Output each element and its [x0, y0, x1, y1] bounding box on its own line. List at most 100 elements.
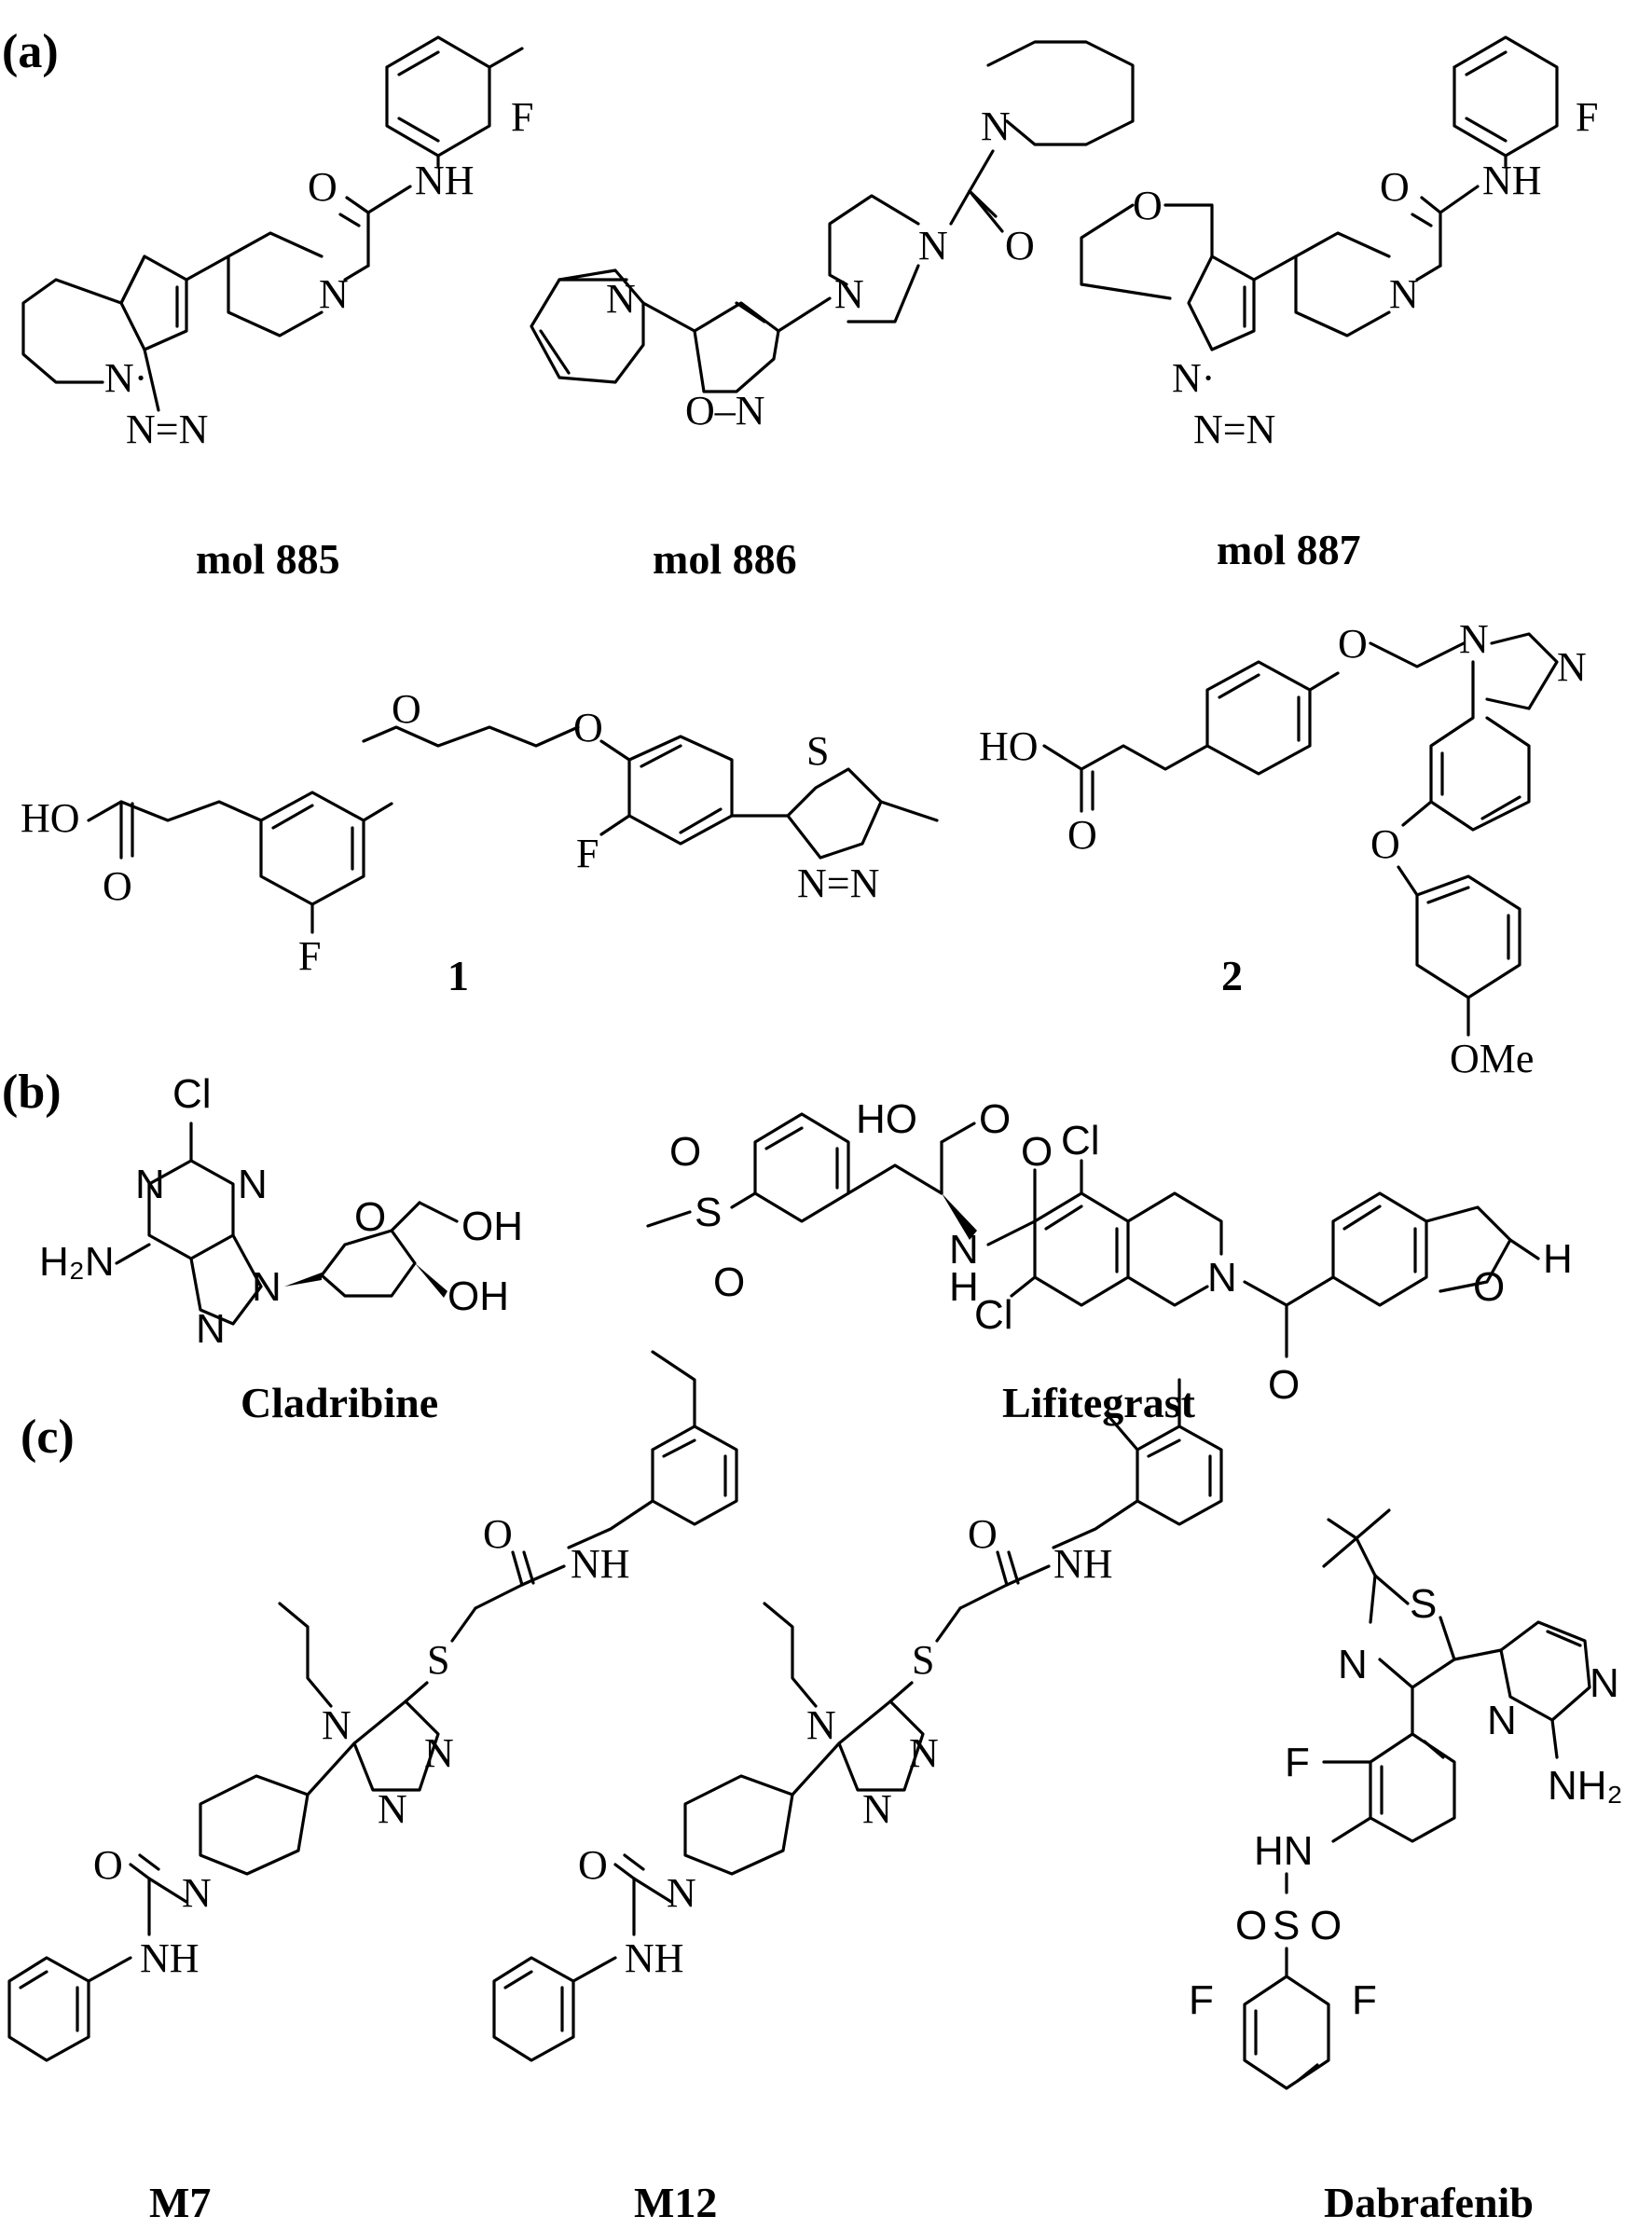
atom-label-o: O	[1310, 1903, 1342, 1948]
atom-label-o: O	[578, 1842, 608, 1888]
atom-label-h: H	[1543, 1236, 1573, 1282]
atom-label-n-n: N=N	[797, 860, 879, 906]
atom-label-o-n: O–N	[685, 388, 765, 434]
compound-name-lifitegrast: Lifitegrast	[1002, 1379, 1196, 1426]
atom-label-cl: Cl	[172, 1071, 212, 1117]
atom-label-h: H	[949, 1264, 979, 1310]
atom-label-n: N	[424, 1730, 454, 1776]
atom-label-n: N	[1487, 1698, 1517, 1743]
structure-compound-1: HO O F O O F S N=N	[21, 686, 939, 979]
compound-name-1: 1	[447, 952, 469, 999]
atom-label-nh: NH	[1053, 1541, 1113, 1587]
atom-label-f: F	[1576, 94, 1598, 140]
atom-label-o: O	[1370, 821, 1400, 867]
panel-label-c: (c)	[21, 1411, 75, 1464]
atom-label-n: N	[862, 1786, 892, 1832]
compound-name-m7: M7	[149, 2179, 211, 2226]
atom-label-n: N	[909, 1730, 939, 1776]
atom-label-f: F	[298, 933, 321, 979]
structure-mol-885: F NH O N N· N=N	[21, 35, 533, 452]
atom-label-o: O	[1338, 621, 1368, 667]
atom-label-n: N	[981, 103, 1011, 149]
structure-m7: NH O S N N N N O NH	[7, 1350, 738, 2062]
atom-label-h2n: H₂N	[39, 1239, 115, 1285]
atom-label-n: N	[196, 1306, 226, 1352]
atom-label-o: O	[669, 1129, 701, 1175]
atom-label-n: N	[238, 1162, 268, 1207]
compound-name-m12: M12	[634, 2179, 717, 2226]
atom-label-f: F	[1189, 1977, 1214, 2023]
atom-label-o: O	[483, 1511, 513, 1557]
compound-name-2: 2	[1221, 952, 1243, 999]
compound-name-mol-887: mol 887	[1217, 526, 1361, 573]
atom-label-o: O	[1133, 183, 1163, 228]
atom-label-cl: Cl	[1061, 1118, 1100, 1163]
atom-label-n: N	[834, 271, 864, 317]
atom-label-hn: HN	[1254, 1828, 1314, 1874]
compound-name-cladribine: Cladribine	[241, 1379, 438, 1426]
atom-label-oh: OH	[447, 1273, 509, 1319]
atom-label-ho: HO	[979, 723, 1039, 769]
atom-label-ome: OMe	[1450, 1036, 1534, 1081]
atom-label-o: O	[713, 1260, 745, 1305]
atom-label-oh: OH	[461, 1204, 523, 1249]
atom-label-f: F	[1285, 1740, 1310, 1785]
compound-name-dabrafenib: Dabrafenib	[1324, 2179, 1534, 2226]
atom-label-n: N	[1590, 1660, 1619, 1706]
atom-label-n: N	[1389, 271, 1419, 317]
atom-label-cl: Cl	[974, 1292, 1013, 1338]
atom-label-nh: NH	[1482, 158, 1542, 203]
atom-label-nh: NH	[571, 1541, 630, 1587]
atom-label-n: N·	[1172, 355, 1215, 401]
atom-label-s: S	[912, 1637, 934, 1683]
atom-label-n: N	[1459, 616, 1489, 662]
atom-label-o: O	[1235, 1903, 1267, 1948]
compound-name-mol-885: mol 885	[196, 535, 340, 583]
atom-label-o: O	[308, 164, 337, 210]
atom-label-o: O	[1268, 1362, 1300, 1408]
atom-label-o: O	[354, 1194, 386, 1240]
atom-label-o: O	[1021, 1129, 1053, 1175]
atom-label-nh2: NH₂	[1548, 1763, 1623, 1809]
atom-label-n: N	[182, 1870, 212, 1916]
atom-label-o: O	[392, 686, 421, 732]
atom-label-n: N	[667, 1870, 696, 1916]
atom-label-n: N·	[104, 355, 147, 401]
panel-label-a: (a)	[2, 25, 59, 78]
atom-label-n-n: N=N	[1193, 406, 1275, 452]
atom-label-o: O	[1067, 812, 1097, 858]
structure-dabrafenib: S N N N NH₂ F HN O S O F F	[1189, 1508, 1623, 2090]
atom-label-n: N	[806, 1702, 836, 1748]
atom-label-n: N	[319, 271, 349, 317]
structure-compound-2: HO O O N N O OMe	[979, 616, 1587, 1081]
atom-label-n: N	[1207, 1255, 1237, 1301]
atom-label-ho: HO	[856, 1096, 917, 1142]
atom-label-n: N	[1557, 644, 1587, 690]
atom-label-s: S	[695, 1190, 722, 1235]
atom-label-o: O	[573, 705, 603, 750]
atom-label-f: F	[576, 831, 599, 876]
atom-label-o: O	[1380, 164, 1410, 210]
atom-label-n: N	[378, 1786, 407, 1832]
atom-label-o: O	[979, 1096, 1011, 1142]
panel-label-b: (b)	[2, 1066, 62, 1119]
atom-label-o: O	[103, 863, 132, 909]
atom-label-nh: NH	[625, 1935, 684, 1981]
atom-label-nh: NH	[140, 1935, 200, 1981]
atom-label-ho: HO	[21, 795, 80, 841]
atom-label-o: O	[93, 1842, 123, 1888]
atom-label-n: N	[135, 1162, 165, 1207]
atom-label-s: S	[1273, 1903, 1300, 1948]
atom-label-o: O	[968, 1511, 998, 1557]
structure-mol-886: N O N N O–N N	[530, 40, 1135, 434]
atom-label-nh: NH	[415, 158, 475, 203]
structure-m12: NH O S N N N N O NH	[492, 1378, 1223, 2062]
atom-label-s: S	[806, 728, 829, 774]
atom-label-n: N	[1338, 1642, 1368, 1687]
atom-label-n: N	[606, 276, 636, 322]
structure-lifitegrast: S O O HO O N H O Cl Cl N O O H	[646, 1096, 1573, 1408]
atom-label-n: N	[252, 1264, 282, 1310]
atom-label-f: F	[1352, 1977, 1377, 2023]
atom-label-n: N	[949, 1227, 979, 1273]
